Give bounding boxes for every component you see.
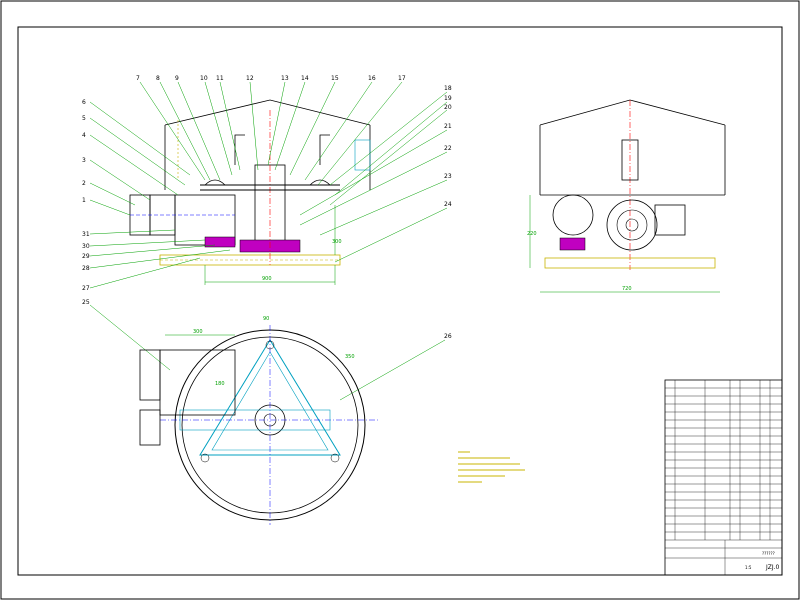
title-block-name: ?????? xyxy=(762,551,775,556)
leader-label: 25 xyxy=(82,299,90,306)
leader-label: 20 xyxy=(444,104,452,111)
leader-label: 5 xyxy=(82,115,86,122)
leader-label: 15 xyxy=(331,75,339,82)
leader-label: 2 xyxy=(82,180,86,187)
leader-label: 8 xyxy=(156,75,160,82)
leader-label: 3 xyxy=(82,157,86,164)
dim-plan-b: 90 xyxy=(263,316,269,322)
leader-label: 16 xyxy=(368,75,376,82)
leader-label: 14 xyxy=(301,75,309,82)
title-block-scale: 1:5 xyxy=(745,565,752,570)
leader-label: 18 xyxy=(444,85,452,92)
leader-label: 7 xyxy=(136,75,140,82)
dim-plan-a: 300 xyxy=(193,329,203,335)
dim-plan-c: 350 xyxy=(345,354,355,360)
leader-label: 4 xyxy=(82,132,86,139)
title-block-code: JZJ.0 xyxy=(765,564,780,571)
leader-label: 24 xyxy=(444,201,452,208)
leader-label: 11 xyxy=(216,75,224,82)
leader-label: 12 xyxy=(246,75,254,82)
dim-front-height: 300 xyxy=(332,239,342,245)
leader-label: 31 xyxy=(82,231,90,238)
technical-notes xyxy=(458,451,525,483)
leader-label: 26 xyxy=(444,333,452,340)
leader-label: 10 xyxy=(200,75,208,82)
leader-label: 23 xyxy=(444,173,452,180)
dim-front-width: 900 xyxy=(262,276,272,282)
title-block: ?????? 1:5 JZJ.0 xyxy=(664,379,783,576)
dim-side-height: 220 xyxy=(527,231,537,237)
leader-label: 28 xyxy=(82,265,90,272)
front-view: 900 300 xyxy=(129,99,371,285)
dim-plan-d: 180 xyxy=(215,381,225,387)
leader-label: 19 xyxy=(444,95,452,102)
leader-label: 29 xyxy=(82,253,90,260)
leader-label: 30 xyxy=(82,243,90,250)
leader-numbers: 7 8 9 10 11 12 13 14 15 16 17 6 5 4 3 2 … xyxy=(82,75,452,340)
leader-label: 17 xyxy=(398,75,406,82)
leader-lines xyxy=(89,81,448,401)
leader-label: 22 xyxy=(444,145,452,152)
leader-label: 6 xyxy=(82,99,86,106)
leader-label: 21 xyxy=(444,123,452,130)
leader-label: 13 xyxy=(281,75,289,82)
side-view: 720 220 xyxy=(527,99,726,293)
leader-label: 1 xyxy=(82,197,86,204)
plan-view: 300 90 350 180 xyxy=(139,316,380,525)
leader-label: 27 xyxy=(82,285,90,292)
inner-frame xyxy=(17,26,783,576)
dim-side-width: 720 xyxy=(622,286,632,292)
leader-label: 9 xyxy=(175,75,179,82)
